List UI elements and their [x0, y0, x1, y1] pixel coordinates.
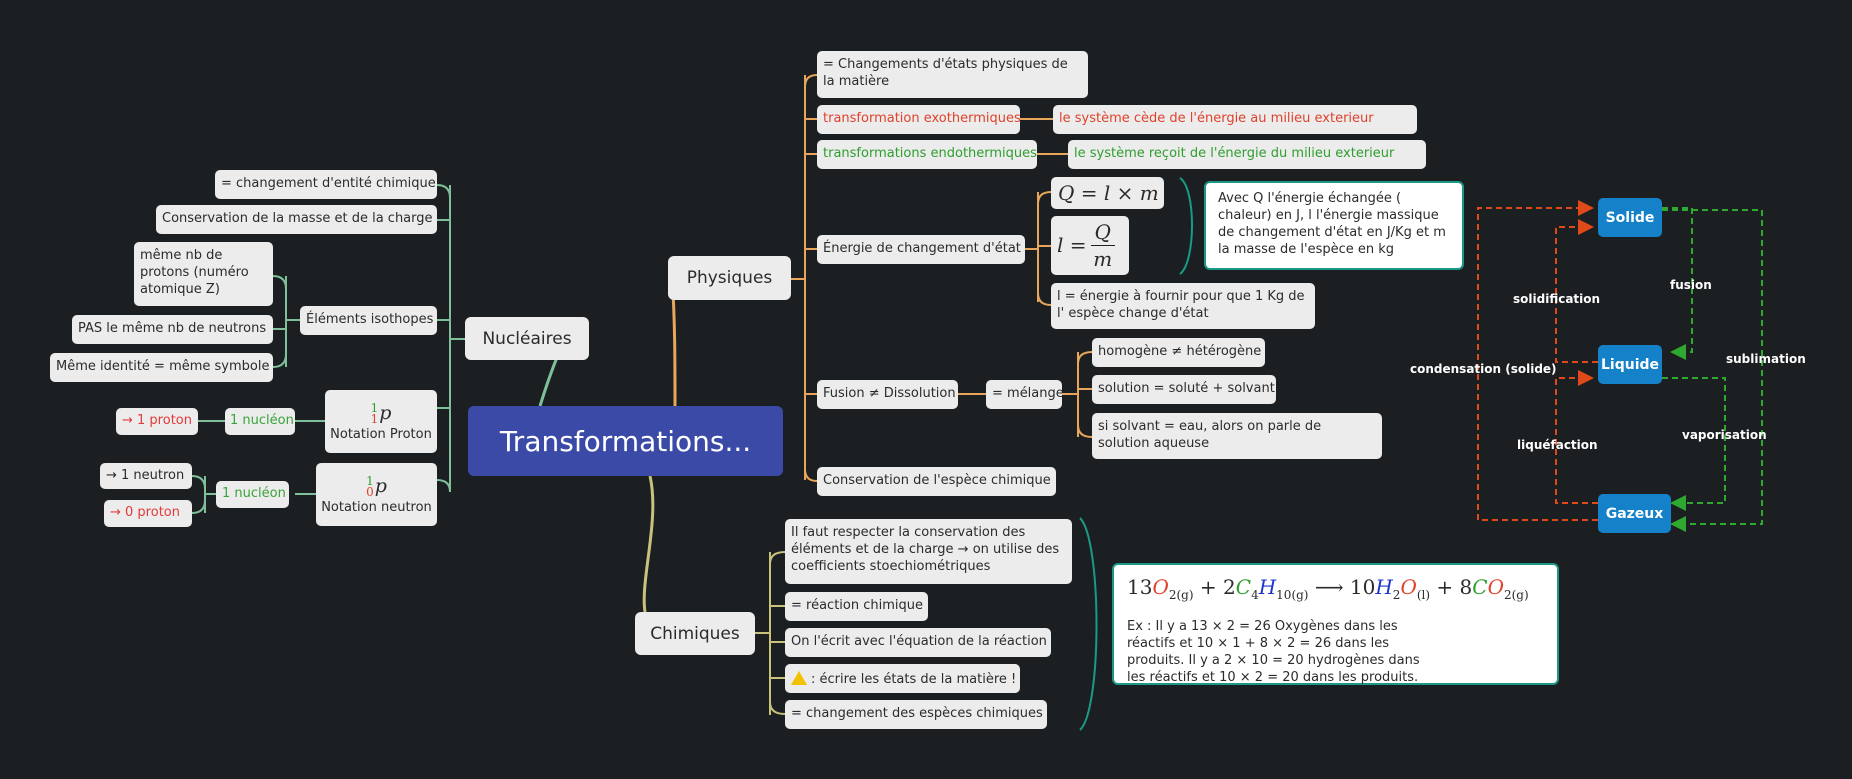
physiques-definition[interactable]: = Changements d'états physiques de la ma… [817, 51, 1088, 98]
label-sublimation: sublimation [1726, 352, 1806, 366]
neutron-caption: Notation neutron [321, 500, 432, 515]
nucleaires-item-entite[interactable]: = changement d'entité chimique [215, 170, 437, 199]
endo-detail[interactable]: le système reçoit de l'énergie du milieu… [1068, 140, 1426, 169]
isotopes-node[interactable]: Éléments isothopes [300, 306, 437, 335]
chimiques-item-etats[interactable]: : écrire les états de la matière ! [785, 664, 1020, 693]
energie-note[interactable]: l = énergie à fournir pour que 1 Kg de l… [1051, 283, 1315, 329]
label-vaporisation: vaporisation [1682, 428, 1767, 442]
root-node[interactable]: Transformations... [468, 406, 783, 476]
equation-box[interactable]: 13O2(g) + 2C4H10(g) ⟶ 10H2O(l) + 8CO2(g)… [1112, 563, 1559, 685]
energie-node[interactable]: Énergie de changement d'état [817, 235, 1025, 264]
label-condensation: condensation (solide) [1410, 362, 1557, 376]
chemical-equation: 13O2(g) + 2C4H10(g) ⟶ 10H2O(l) + 8CO2(g) [1127, 575, 1529, 602]
formula-q[interactable]: Q = l × m [1051, 177, 1164, 209]
isotopes-child-symbole[interactable]: Même identité = même symbole [50, 353, 273, 382]
nucleaires-item-conservation[interactable]: Conservation de la masse et de la charge [156, 205, 437, 234]
proton-caption: Notation Proton [330, 427, 432, 442]
fusion-child-solution[interactable]: solution = soluté + solvant [1092, 375, 1276, 404]
branch-nucleaires[interactable]: Nucléaires [465, 317, 589, 360]
endo-node[interactable]: transformations endothermiques [817, 140, 1037, 169]
warning-icon [791, 671, 807, 685]
label-fusion: fusion [1670, 278, 1712, 292]
exo-node[interactable]: transformation exothermiques [817, 105, 1020, 134]
energie-summary-box[interactable]: Avec Q l'énergie échangée ( chaleur) en … [1204, 181, 1464, 270]
isotopes-child-neutrons[interactable]: PAS le même nb de neutrons [72, 315, 273, 344]
neutron-child-proton[interactable]: → 0 proton [104, 500, 192, 527]
exo-detail[interactable]: le système cède de l'énergie au milieu e… [1053, 105, 1417, 134]
neutron-child-neutron[interactable]: → 1 neutron [100, 463, 192, 489]
proton-child-proton[interactable]: → 1 proton [116, 408, 198, 435]
branch-physiques[interactable]: Physiques [668, 256, 791, 300]
fusion-node[interactable]: Fusion ≠ Dissolution [817, 380, 958, 409]
proton-nucleon[interactable]: 1 nucléon [225, 408, 295, 435]
state-solide[interactable]: Solide [1598, 198, 1662, 237]
label-solidification: solidification [1513, 292, 1601, 306]
equation-example: Ex : Il y a 13 × 2 = 26 Oxygènes dans le… [1127, 619, 1420, 685]
chimiques-item-reaction[interactable]: = réaction chimique [785, 592, 928, 621]
chimiques-item-conservation[interactable]: Il faut respecter la conservation des él… [785, 519, 1072, 584]
label-liquefaction: liquéfaction [1517, 438, 1598, 452]
neutron-nucleon[interactable]: 1 nucléon [216, 481, 289, 508]
state-gazeux[interactable]: Gazeux [1598, 494, 1671, 533]
fusion-child-homogene[interactable]: homogène ≠ hétérogène [1092, 338, 1265, 367]
chimiques-item-changement[interactable]: = changement des espèces chimiques [785, 700, 1047, 729]
melange-node[interactable]: = mélange [986, 380, 1062, 409]
chimiques-item-equation[interactable]: On l'écrit avec l'équation de la réactio… [785, 628, 1051, 657]
state-liquide[interactable]: Liquide [1598, 345, 1662, 384]
isotopes-child-protons[interactable]: même nb de protons (numéro atomique Z) [134, 242, 273, 306]
conservation-espece[interactable]: Conservation de l'espèce chimique [817, 467, 1056, 496]
branch-chimiques[interactable]: Chimiques [635, 612, 755, 655]
fusion-child-aqueuse[interactable]: si solvant = eau, alors on parle de solu… [1092, 413, 1382, 459]
